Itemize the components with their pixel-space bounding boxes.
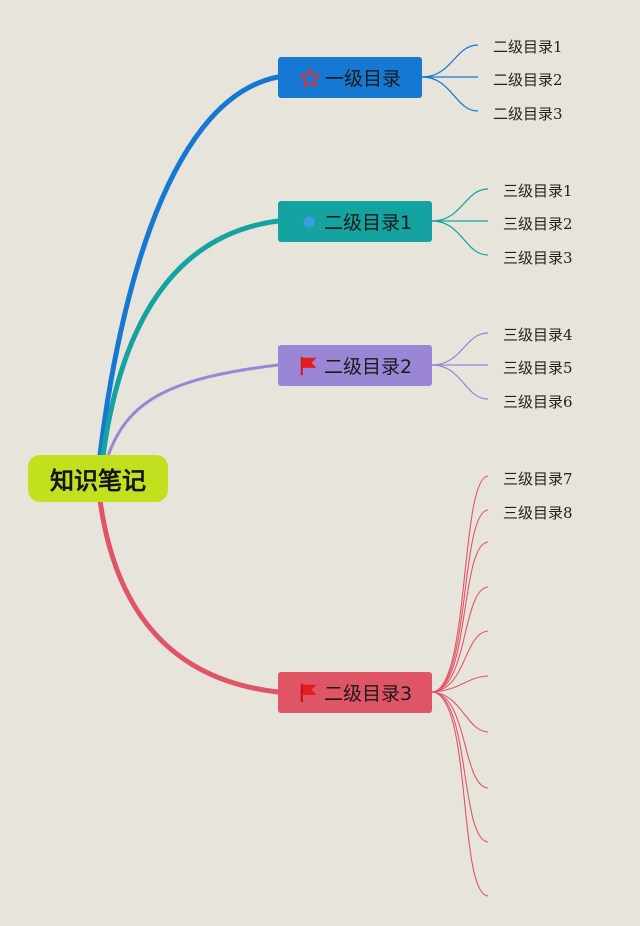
connector-b4-leaf-10	[431, 691, 489, 897]
flag-icon	[298, 682, 320, 704]
branch-node-2[interactable]: 二级目录1	[278, 201, 432, 242]
connector-b4-leaf-9	[431, 691, 489, 843]
leaf-2-1[interactable]: 三级目录1	[503, 182, 573, 200]
connector-root-branch-2	[100, 218, 281, 459]
branch-node-4[interactable]: 二级目录3	[278, 672, 432, 713]
connector-root-branch-1	[97, 74, 281, 458]
branch-label-2: 二级目录1	[323, 212, 413, 234]
connector-root-branch-3	[106, 363, 280, 458]
connector-b2-leaf-1	[431, 188, 489, 222]
connector-b2-leaf-3	[431, 220, 489, 256]
connector-b4-leaf-6	[431, 675, 489, 693]
connector-b1-leaf-3	[421, 76, 479, 112]
star-icon	[299, 67, 321, 89]
leaf-1-2[interactable]: 二级目录2	[493, 71, 563, 89]
leaf-3-1[interactable]: 三级目录4	[503, 326, 573, 344]
connector-root-branch-4	[97, 497, 281, 695]
branch-node-1[interactable]: 一级目录	[278, 57, 422, 98]
connector-b4-leaf-2	[431, 509, 489, 693]
root-node[interactable]: 知识笔记	[28, 455, 168, 502]
connector-b4-leaf-1	[431, 475, 489, 693]
flag-icon	[298, 355, 320, 377]
leaf-4-1[interactable]: 三级目录7	[503, 470, 573, 488]
connector-b4-leaf-5	[431, 630, 489, 693]
leaf-4-2[interactable]: 三级目录8	[503, 504, 573, 522]
branch-label-1: 一级目录	[324, 68, 401, 90]
branch-label-3: 二级目录2	[323, 356, 413, 378]
leaf-2-3[interactable]: 三级目录3	[503, 249, 573, 267]
connector-b3-leaf-3	[431, 364, 489, 400]
connector-b4-leaf-3	[431, 541, 489, 693]
connector-b1-leaf-1	[421, 44, 479, 78]
branch-node-3[interactable]: 二级目录2	[278, 345, 432, 386]
dot-icon	[298, 211, 320, 233]
connector-b4-leaf-8	[431, 691, 489, 789]
connector-b4-leaf-7	[431, 691, 489, 733]
leaf-3-3[interactable]: 三级目录6	[503, 393, 573, 411]
branch-label-4: 二级目录3	[323, 683, 413, 705]
leaf-1-1[interactable]: 二级目录1	[493, 38, 563, 56]
leaf-3-2[interactable]: 三级目录5	[503, 359, 573, 377]
connector-b3-leaf-1	[431, 332, 489, 366]
leaf-1-3[interactable]: 二级目录3	[493, 105, 563, 123]
leaf-2-2[interactable]: 三级目录2	[503, 215, 573, 233]
connector-b4-leaf-4	[431, 586, 489, 693]
root-label: 知识笔记	[50, 467, 146, 495]
